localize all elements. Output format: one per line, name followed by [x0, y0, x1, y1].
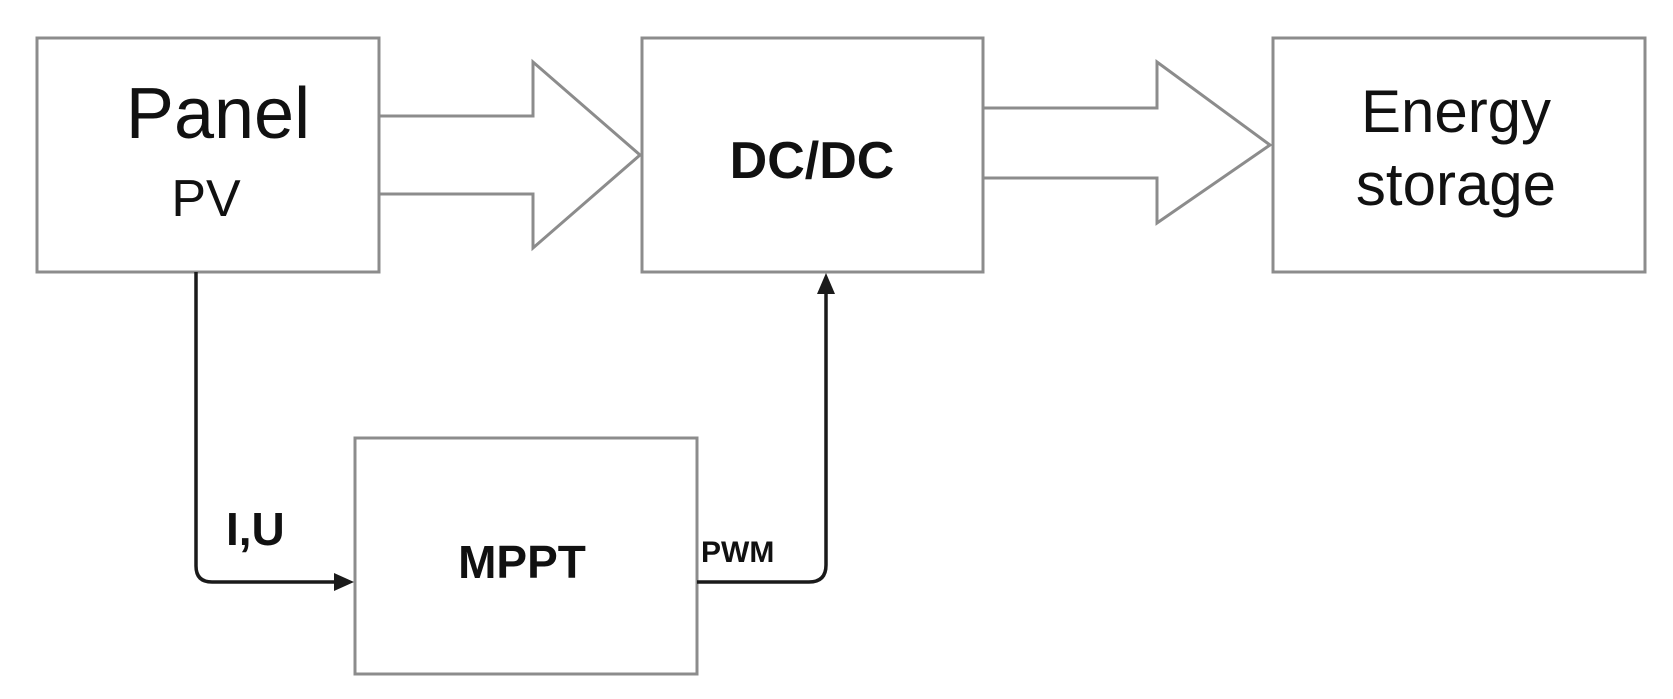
panel-pv-block: Panel PV [35, 36, 381, 274]
power-arrow-panel-to-dcdc [376, 58, 643, 252]
dcdc-label: DC/DC [730, 132, 895, 190]
mppt-label: MPPT [458, 536, 586, 588]
storage-label-line2: storage [1356, 151, 1556, 218]
panel-subtitle: PV [171, 170, 241, 228]
control-signal-line [697, 273, 835, 584]
storage-label-line1: Energy [1361, 78, 1551, 145]
measurement-arrowhead [334, 573, 354, 591]
power-arrow-dcdc-to-storage [981, 59, 1273, 226]
control-label: PWM [701, 536, 774, 569]
measurement-signal-line [194, 272, 354, 591]
panel-title: Panel [126, 74, 310, 154]
energy-storage-block: Energy storage [1271, 36, 1647, 274]
control-arrowhead [817, 273, 835, 294]
mppt-block: MPPT [353, 436, 699, 676]
dcdc-converter-block: DC/DC [640, 36, 985, 274]
measurement-label: I,U [226, 503, 285, 555]
